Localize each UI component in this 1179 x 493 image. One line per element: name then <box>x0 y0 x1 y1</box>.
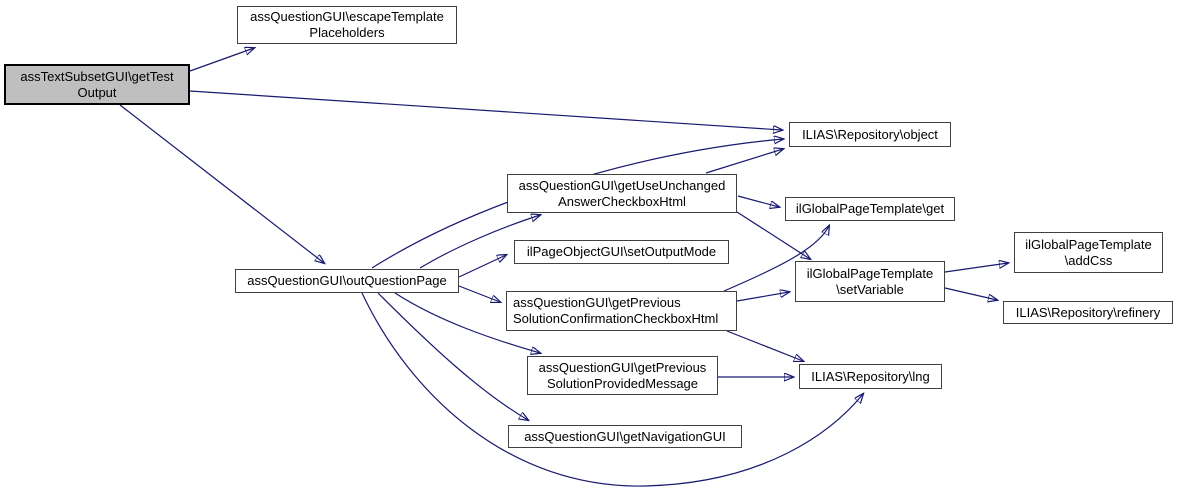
node-assquestiongui-outquestionpage[interactable]: assQuestionGUI\outQuestionPage <box>235 269 459 293</box>
edge-setVariable-addCss <box>944 263 1008 273</box>
node-assquestiongui-getprevioussolutionconfirmationcheckboxhtml[interactable]: assQuestionGUI\getPrevious SolutionConfi… <box>506 291 737 331</box>
node-ilpageobjectgui-setoutputmode[interactable]: ilPageObjectGUI\setOutputMode <box>514 240 729 264</box>
node-assquestiongui-getnavigationgui[interactable]: assQuestionGUI\getNavigationGUI <box>508 425 742 448</box>
edge-setVariable-refinery <box>944 287 997 300</box>
node-assquestiongui-getprevioussolutionprovidedmessage[interactable]: assQuestionGUI\getPrevious SolutionProvi… <box>527 356 718 395</box>
edge-confirmationCheckboxHtml-lng <box>726 330 803 361</box>
node-ilias-repository-object[interactable]: ILIAS\Repository\object <box>789 122 951 147</box>
node-ilglobalpagetemplate-setvariable[interactable]: ilGlobalPageTemplate \setVariable <box>795 261 945 302</box>
edge-getTestOutput-escapeTemplatePlaceholders <box>189 48 254 72</box>
node-ilglobalpagetemplate-get[interactable]: ilGlobalPageTemplate\get <box>785 197 955 221</box>
node-ilias-repository-refinery[interactable]: ILIAS\Repository\refinery <box>1003 301 1173 324</box>
edge-getUseUnchangedAnswerCheckboxHtml-object <box>705 149 783 174</box>
edge-getUseUnchangedAnswerCheckboxHtml-setVariable <box>736 211 810 259</box>
edge-outQuestionPage-setOutputMode <box>458 255 506 278</box>
edge-outQuestionPage-navigationGUI <box>377 292 528 420</box>
node-assquestiongui-escapetemplateplaceholders[interactable]: assQuestionGUI\escapeTemplate Placeholde… <box>237 6 457 44</box>
node-assquestiongui-getuseunchangedanswercheckboxhtml[interactable]: assQuestionGUI\getUseUnchanged AnswerChe… <box>507 174 737 213</box>
edge-outQuestionPage-lng <box>361 292 863 487</box>
edge-confirmationCheckboxHtml-setVariable <box>736 292 789 302</box>
edge-getUseUnchangedAnswerCheckboxHtml-get <box>737 195 779 207</box>
node-ilglobalpagetemplate-addcss[interactable]: ilGlobalPageTemplate \addCss <box>1014 232 1163 273</box>
edge-getTestOutput-object <box>189 90 782 130</box>
node-ilias-repository-lng[interactable]: ILIAS\Repository\lng <box>799 364 942 389</box>
edge-getTestOutput-outQuestionPage <box>119 104 324 263</box>
edge-outQuestionPage-getUseUnchangedAnswerCheckboxHtml <box>419 215 540 269</box>
edge-confirmationCheckboxHtml-get <box>723 226 829 292</box>
edge-outQuestionPage-confirmationCheckboxHtml <box>458 285 500 302</box>
node-asstextsubsetgui-gettestoutput: assTextSubsetGUI\getTest Output <box>4 64 190 105</box>
edge-outQuestionPage-providedMessage <box>394 292 540 353</box>
